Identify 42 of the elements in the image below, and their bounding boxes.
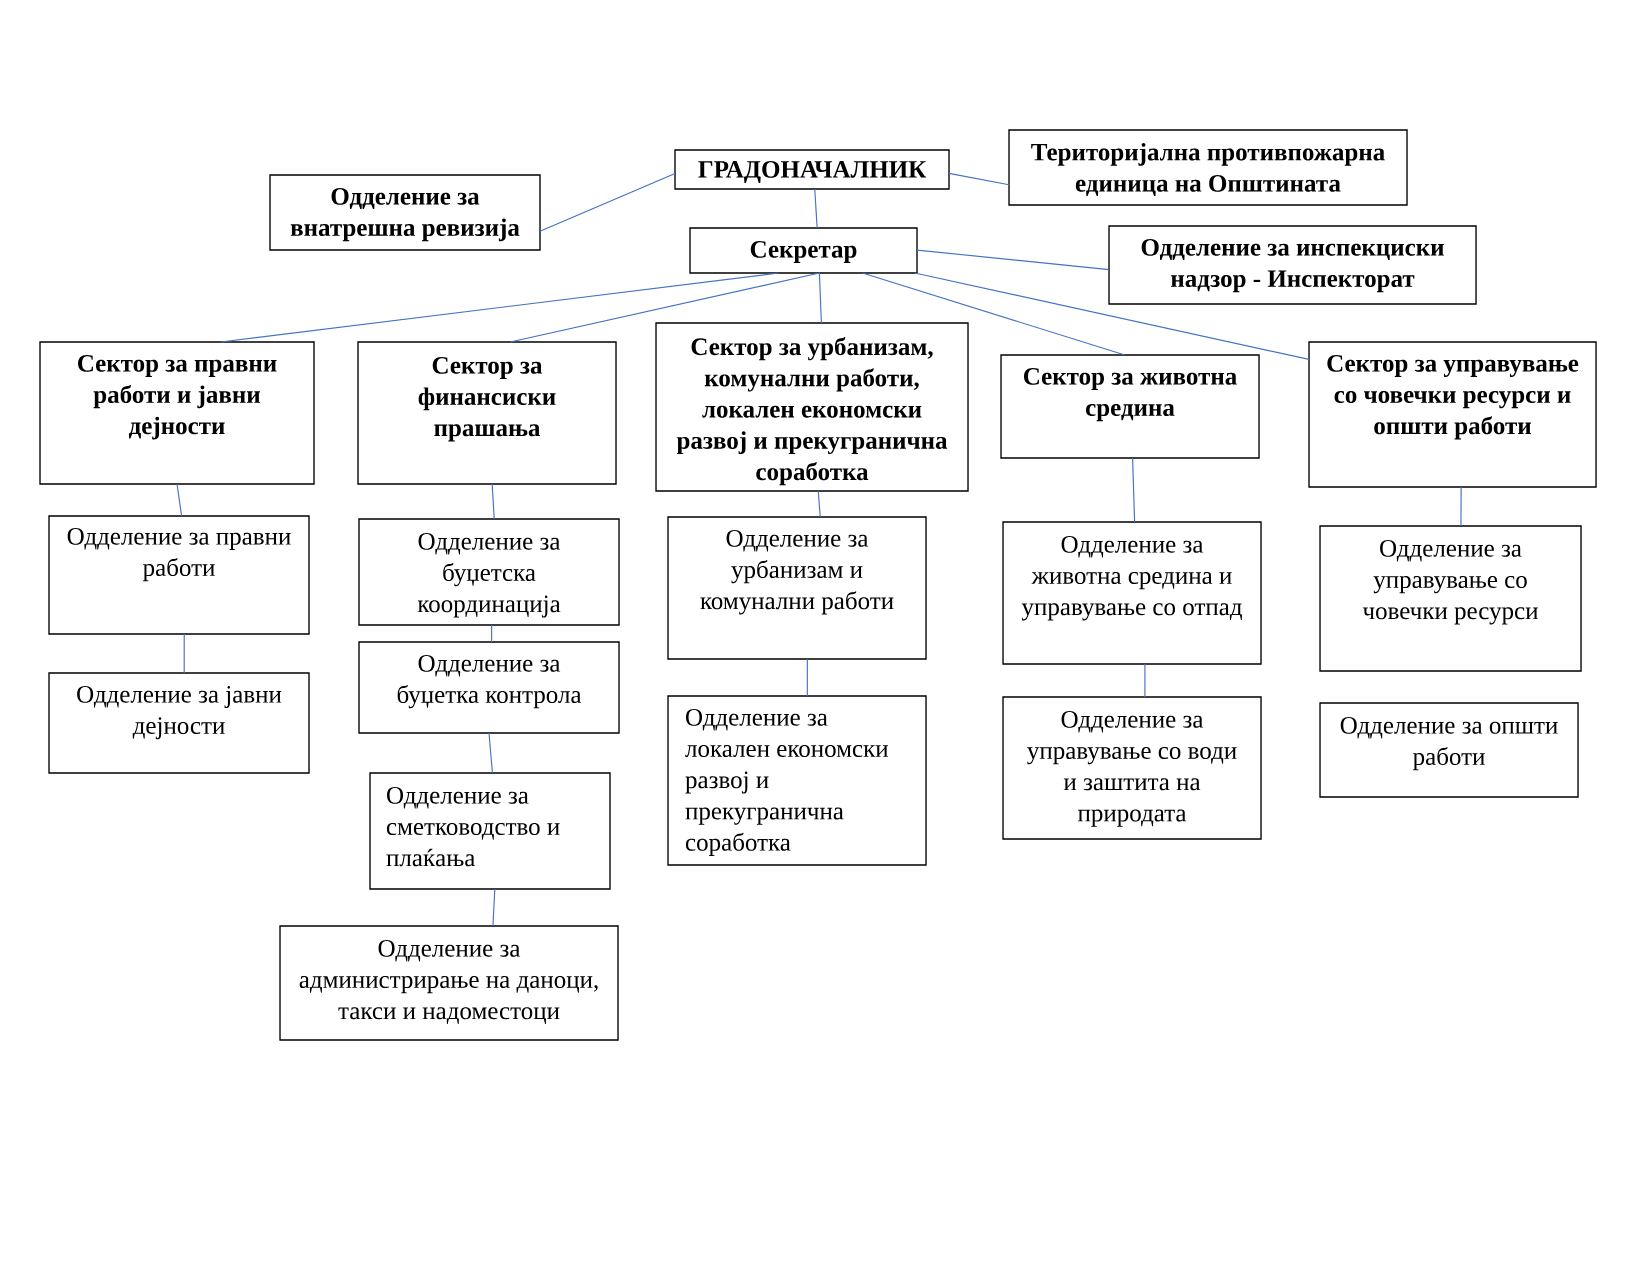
org-box: Одделение за јавни дејности <box>48 672 310 774</box>
connector-line <box>1460 486 1462 527</box>
connector-line <box>806 658 808 697</box>
org-box: Територијална противпожарна единица на Општината <box>1008 129 1408 206</box>
org-box: Одделение за животна средина и управување со отпад <box>1002 521 1262 665</box>
connector-line <box>1144 663 1146 698</box>
connector-line <box>948 172 1010 186</box>
org-box: Одделение за урбанизам и комунални работи <box>667 516 927 660</box>
org-box: Одделение за инспекциски надзор - Инспекторат <box>1108 225 1477 305</box>
org-box: Секретар <box>689 227 918 274</box>
connector-line <box>861 272 1126 356</box>
org-box: Одделение за локален економски развој и прекугранична соработка <box>667 695 927 866</box>
connector-line <box>509 272 820 343</box>
connector-line <box>1132 457 1136 523</box>
org-box: Сектор за урбанизам, комунални работи, локален економски развој и прекугранична соработка <box>655 322 969 492</box>
connector-line <box>491 483 495 520</box>
org-box: Одделение за буџетка контрола <box>358 641 620 734</box>
connector-line <box>914 272 1310 360</box>
org-box: Сектор за финансиски прашања <box>357 341 617 485</box>
org-box: Одделение за внатрешна ревизија <box>269 174 541 251</box>
org-box: Сектор за правни работи и јавни дејности <box>39 341 315 485</box>
org-box: Сектор за управување со човечки ресурси и општи работи <box>1308 341 1597 488</box>
connector-line <box>818 272 822 324</box>
org-box: ГРАДОНАЧАЛНИК <box>674 149 950 190</box>
org-box: Одделение за општи работи <box>1319 702 1579 798</box>
connector-line <box>183 633 185 674</box>
connector-line <box>814 188 818 229</box>
org-box: Одделение за управување со води и заштита на природата <box>1002 696 1262 840</box>
org-box: Одделение за администрирање на даноци, такси и надоместоци <box>279 925 619 1041</box>
connector-line <box>220 272 780 343</box>
connector-line <box>539 172 676 232</box>
connector-line <box>916 249 1110 271</box>
org-box: Одделение за правни работи <box>48 515 310 635</box>
connector-line <box>492 888 496 927</box>
connector-line <box>176 483 183 517</box>
org-box: Сектор за животна средина <box>1000 354 1260 459</box>
connector-line <box>491 624 493 643</box>
org-box: Одделение за управување со човечки ресурси <box>1319 525 1582 672</box>
org-box: Одделение за буџетска координација <box>358 518 620 626</box>
connector-line <box>488 732 493 774</box>
org-box: Одделение за сметководство и плаќања <box>369 772 611 890</box>
connector-line <box>817 490 821 518</box>
